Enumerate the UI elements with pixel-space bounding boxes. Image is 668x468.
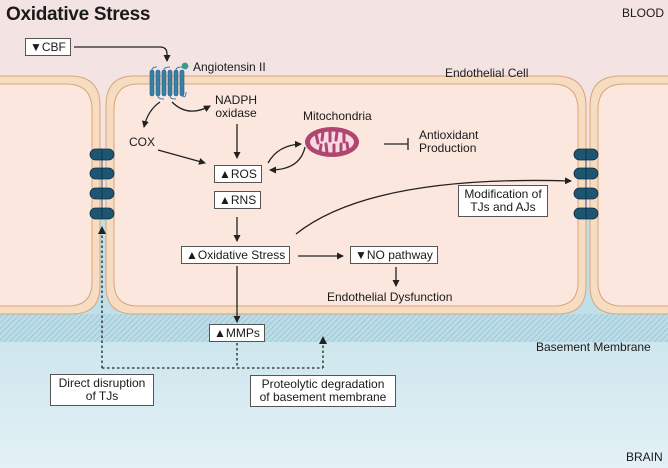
- modification-line1: Modification of: [464, 187, 542, 201]
- direct-disruption-box: Direct disruption of TJs: [50, 374, 154, 406]
- arrow-ros-to-mitochondria: [267, 140, 302, 164]
- antioxidant-line1: Antioxidant: [419, 128, 479, 142]
- arrow-receptor-to-cox: [141, 101, 161, 128]
- dotted-pathways: [101, 232, 324, 369]
- tight-junctions-left: [89, 148, 115, 220]
- arrow-mitochondria-to-ros: [269, 146, 306, 174]
- basement-membrane-band: [0, 312, 668, 342]
- angiotensin-ii-icon: [181, 62, 189, 70]
- basement-membrane-label: Basement Membrane: [536, 340, 651, 354]
- angiotensin-receptor-icon: [149, 66, 187, 100]
- proteolytic-line2: of basement membrane: [259, 390, 387, 404]
- oxidative-stress-box: ▲Oxidative Stress: [181, 246, 291, 264]
- arrow-receptor-to-nadph: [171, 101, 211, 112]
- tight-junctions-right: [573, 148, 599, 220]
- left-endothelial-cell: [0, 75, 101, 315]
- page-title: Oxidative Stress: [6, 4, 151, 25]
- proteolytic-degradation-box: Proteolytic degradation of basement memb…: [250, 375, 396, 407]
- direct-line1: Direct disruption: [58, 376, 146, 390]
- right-endothelial-cell: [589, 75, 668, 315]
- arrow-oxidative-to-tj-modification: [295, 177, 572, 235]
- nadph-line1: NADPH: [215, 93, 258, 107]
- antioxidant-line2: Production: [419, 141, 477, 155]
- modification-tj-aj-box: Modification of TJs and AJs: [458, 185, 548, 217]
- angiotensin-label: Angiotensin II: [193, 60, 266, 74]
- dotted-arrowhead-tj: [98, 226, 106, 234]
- cbf-box: ▼CBF: [25, 38, 71, 56]
- arrow-cbf-to-receptor: [74, 46, 171, 62]
- no-pathway-box: ▼NO pathway: [350, 246, 438, 264]
- brain-label: BRAIN: [626, 450, 663, 464]
- endothelial-cell-label: Endothelial Cell: [445, 66, 529, 80]
- endothelial-dysfunction-label: Endothelial Dysfunction: [327, 290, 453, 304]
- dotted-arrowhead-membrane: [319, 336, 327, 344]
- cox-label: COX: [129, 135, 156, 149]
- pathway-arrows: [74, 46, 572, 323]
- nadph-line2: oxidase: [215, 106, 257, 120]
- antioxidant-label: Antioxidant Production: [419, 129, 478, 155]
- direct-line2: of TJs: [85, 389, 119, 403]
- modification-line2: TJs and AJs: [470, 200, 536, 214]
- nadph-label: NADPH oxidase: [215, 94, 257, 120]
- mitochondria-label: Mitochondria: [303, 109, 372, 123]
- mmps-box: ▲MMPs: [209, 324, 265, 342]
- mitochondria-icon: [305, 127, 359, 157]
- ros-box: ▲ROS: [214, 165, 262, 183]
- proteolytic-line1: Proteolytic degradation: [261, 377, 385, 391]
- arrow-cox-to-ros: [157, 149, 206, 165]
- blood-label: BLOOD: [622, 6, 665, 20]
- rns-box: ▲RNS: [214, 191, 262, 209]
